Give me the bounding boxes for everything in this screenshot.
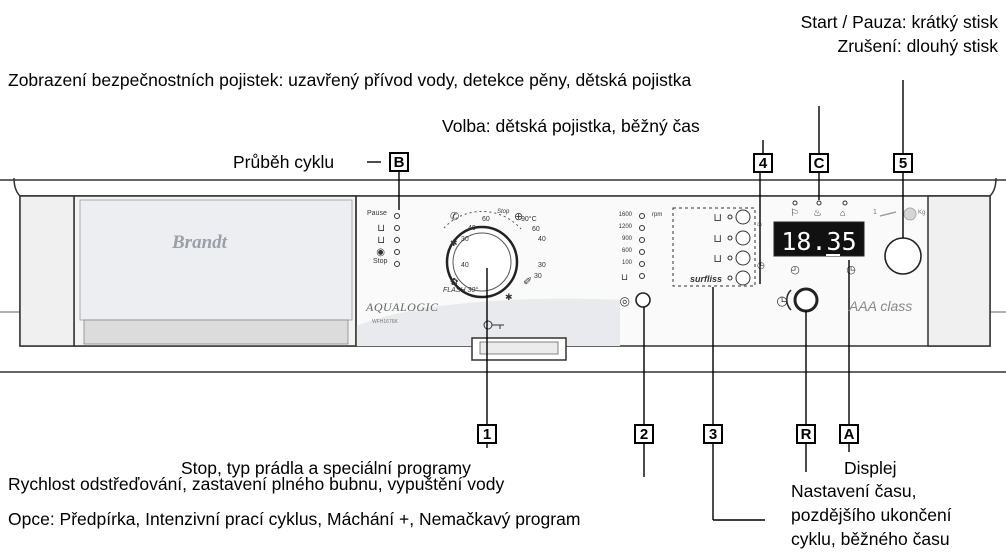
marker-5: 5 xyxy=(893,153,913,173)
dial-30-left: 30 xyxy=(461,236,469,243)
spin-600: 600 xyxy=(621,248,632,254)
svg-text:✱: ✱ xyxy=(505,292,513,302)
svg-text:♨: ♨ xyxy=(813,208,822,219)
marker-r: R xyxy=(796,424,816,444)
callout-cycle-progress: Průběh cyklu xyxy=(233,152,335,172)
svg-text:⌂: ⌂ xyxy=(840,208,845,218)
marker-4: 4 xyxy=(753,153,773,173)
dial-60-left: 60 xyxy=(482,216,490,223)
option-buttons[interactable]: ⊔ ⊔ ⊔ surfliss xyxy=(690,209,751,286)
svg-text:◷: ◷ xyxy=(846,264,856,276)
callout-time-setting-2: pozdějšího ukončení xyxy=(791,505,952,525)
callout-child-lock-time: Volba: dětská pojistka, běžný čas xyxy=(442,116,700,136)
spin-rpm: rpm xyxy=(652,212,663,218)
spin-button[interactable] xyxy=(635,292,651,308)
model-number: WFH1676K xyxy=(372,319,398,325)
svg-text:⊔: ⊔ xyxy=(377,223,385,234)
spin-1200: 1200 xyxy=(618,224,632,230)
spin-leds: ⊔ xyxy=(621,213,645,282)
callout-display: Displej xyxy=(844,458,897,478)
energy-class: AAA class xyxy=(849,298,913,314)
progress-stop: Stop xyxy=(373,258,388,265)
key-icon xyxy=(483,320,504,330)
marker-a: A xyxy=(839,424,859,444)
brand-logo: Brandt xyxy=(172,232,227,253)
svg-text:◷: ◷ xyxy=(757,260,765,270)
flash-label: FLASH 30° xyxy=(443,287,479,294)
dial-40-right: 40 xyxy=(538,236,546,243)
dial-stop: Stop xyxy=(497,209,510,215)
marker-b: B xyxy=(389,152,409,172)
spin-100: 100 xyxy=(621,260,632,266)
svg-text:⊔: ⊔ xyxy=(621,272,628,282)
svg-text:⊕: ⊕ xyxy=(514,211,523,223)
svg-text:◷: ◷ xyxy=(776,293,787,308)
start-pause-button[interactable] xyxy=(884,237,922,275)
progress-pause: Pause xyxy=(367,210,387,217)
callout-safety-display: Zobrazení bezpečnostních pojistek: uzavř… xyxy=(8,70,692,90)
marker-c: C xyxy=(809,153,829,173)
aqualogic-logo: AQUALOGIC xyxy=(366,300,439,314)
svg-text:surfliss: surfliss xyxy=(690,274,722,284)
svg-text:⊔: ⊔ xyxy=(713,253,722,265)
program-dial[interactable]: ✱ ✱ ✿ ✐ ✆ ⊕ xyxy=(443,210,532,302)
svg-text:⊔: ⊔ xyxy=(377,235,385,246)
svg-text:✆: ✆ xyxy=(450,211,459,223)
time-setting-button[interactable] xyxy=(793,287,819,313)
spin-1600: 1600 xyxy=(618,212,632,218)
progress-leds: ⊔ ⊔ ◉ xyxy=(376,213,400,267)
dial-30-lower: 30 xyxy=(534,273,542,280)
svg-text:⊔: ⊔ xyxy=(713,233,722,245)
svg-text:✱: ✱ xyxy=(450,238,458,248)
callout-time-setting-3: cyklu, běžného času xyxy=(791,529,950,549)
callout-options: Opce: Předpírka, Intenzivní prací cyklus… xyxy=(8,509,581,529)
svg-text:◎: ◎ xyxy=(620,294,630,308)
load-prefix: 1 xyxy=(873,209,877,216)
display xyxy=(773,221,865,257)
dial-90: 90°C xyxy=(521,216,537,223)
options-group xyxy=(672,207,756,287)
callout-time-setting-1: Nastavení času, xyxy=(791,481,917,501)
marker-2: 2 xyxy=(634,424,654,444)
load-label: Kg xyxy=(918,210,926,216)
display-value: 18.35 xyxy=(781,227,856,256)
svg-text:✿: ✿ xyxy=(450,277,458,288)
svg-text:✐: ✐ xyxy=(523,276,532,288)
svg-text:⚐: ⚐ xyxy=(790,208,799,219)
callout-start-pause: Start / Pauza: krátký stisk xyxy=(800,12,998,32)
svg-text:⊔: ⊔ xyxy=(713,212,722,224)
dial-30-right: 30 xyxy=(538,262,546,269)
marker-1: 1 xyxy=(477,424,497,444)
svg-text:◉: ◉ xyxy=(376,247,385,258)
safety-indicators: ⚐ ♨ ⌂ xyxy=(790,200,848,219)
dial-40-lower: 40 xyxy=(461,262,469,269)
marker-3: 3 xyxy=(703,424,723,444)
spin-900: 900 xyxy=(621,236,632,242)
dial-60-right: 60 xyxy=(532,226,540,233)
callout-spin: Rychlost odstřeďování, zastavení plného … xyxy=(8,474,505,494)
dial-40-left: 40 xyxy=(468,225,476,232)
callout-programs: Stop, typ prádla a speciální programy xyxy=(181,458,471,478)
svg-text:◴: ◴ xyxy=(790,264,800,276)
callout-cancel: Zrušení: dlouhý stisk xyxy=(837,36,998,56)
